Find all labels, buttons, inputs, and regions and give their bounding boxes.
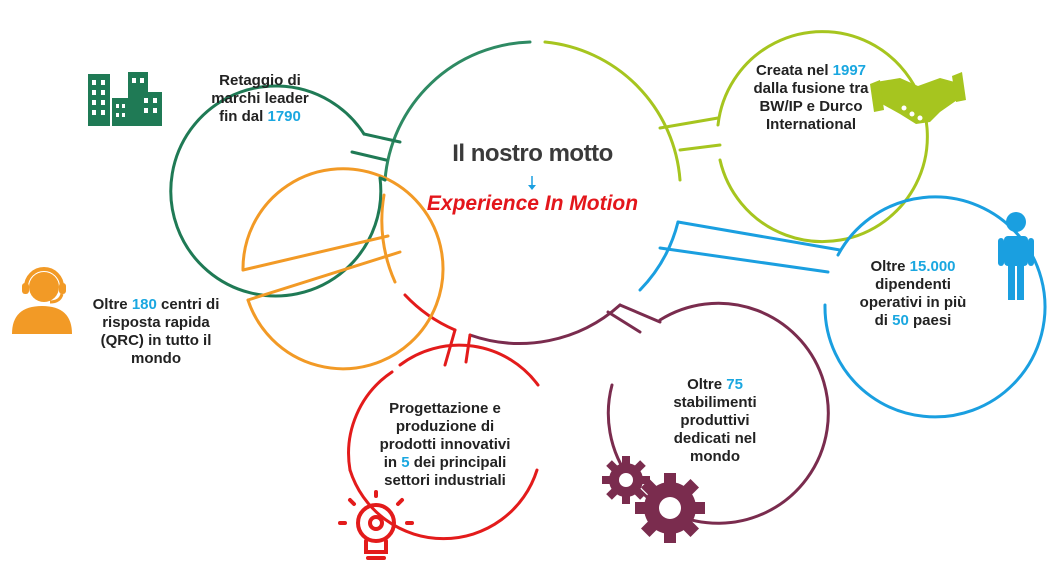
employees-line-2: dipendenti (875, 276, 951, 293)
founded-circle (716, 30, 929, 244)
gears-icon (602, 456, 705, 543)
employees-line-4: di 50 paesi (874, 312, 952, 329)
motto-subtitle: Experience In Motion (426, 192, 639, 215)
plants-line-2: stabilimenti (673, 394, 757, 411)
plants-line-5: mondo (690, 448, 740, 465)
qrc-text: Oltre 180 centri di risposta rapida (QRC… (86, 296, 226, 368)
heritage-connector (362, 132, 402, 182)
qrc-connector (241, 234, 402, 302)
design-line-2: produzione di (395, 418, 495, 435)
plants-line-1: Oltre 75 (687, 376, 743, 393)
lightbulb-gear-icon (338, 490, 414, 560)
design-line-4: in 5 dei principali (383, 454, 507, 471)
plants-line-3: produttivi (680, 412, 750, 429)
founded-line-2: dalla fusione tra (753, 80, 869, 97)
employees-line-1: Oltre 15.000 (870, 258, 956, 275)
center-ring-red (403, 293, 457, 332)
down-arrow-icon (528, 176, 536, 190)
plants-text: Oltre 75 stabilimenti produttivi dedicat… (655, 376, 775, 466)
founded-line-3: BW/IP e Durco (759, 98, 863, 115)
employees-circle (823, 195, 1047, 419)
center-ring-purple (468, 303, 622, 345)
employees-line-3: operativi in più (859, 294, 967, 311)
motto-title: Il nostro motto (452, 140, 613, 167)
design-line-5: settori industriali (384, 472, 506, 489)
employees-connector (658, 220, 842, 274)
heritage-line-1: Retaggio di (219, 72, 301, 89)
founded-line-1: Creata nel 1997 (755, 62, 867, 79)
founded-line-4: International (765, 116, 856, 133)
handshake-icon (870, 72, 966, 124)
heritage-text: Retaggio di marchi leader fin dal 1790 (190, 72, 330, 126)
qrc-line-1: Oltre 180 centri di (92, 296, 220, 313)
design-line-3: prodotti innovativi (379, 436, 511, 453)
person-icon (998, 212, 1034, 300)
design-connector (443, 328, 472, 367)
design-text: Progettazione e produzione di prodotti i… (370, 400, 520, 490)
qrc-line-2: risposta rapida (102, 314, 210, 331)
heritage-circle (169, 84, 383, 298)
employees-text: Oltre 15.000 dipendenti operativi in più… (848, 258, 978, 330)
heritage-line-3: fin dal 1790 (219, 108, 301, 125)
qrc-line-3: (QRC) in tutto il (100, 332, 212, 349)
design-line-1: Progettazione e (389, 400, 501, 417)
center-ring-green (383, 40, 532, 182)
founded-text: Creata nel 1997 dalla fusione tra BW/IP … (736, 62, 886, 134)
center-ring-orange (380, 193, 397, 284)
plants-line-4: dedicati nel (673, 430, 757, 447)
heritage-line-2: marchi leader (211, 90, 309, 107)
design-circle-lower (348, 468, 539, 541)
plants-connector (606, 303, 662, 334)
center-ring-blue (638, 220, 680, 292)
headset-operator-icon (12, 267, 72, 334)
qrc-circle (241, 167, 445, 371)
heritage-connector-b (350, 150, 388, 162)
founded-connector (658, 116, 722, 152)
design-circle-left (347, 370, 394, 472)
buildings-icon (88, 72, 162, 126)
center-ring-lime (543, 40, 682, 182)
design-circle (398, 343, 540, 387)
qrc-line-4: mondo (131, 350, 181, 367)
